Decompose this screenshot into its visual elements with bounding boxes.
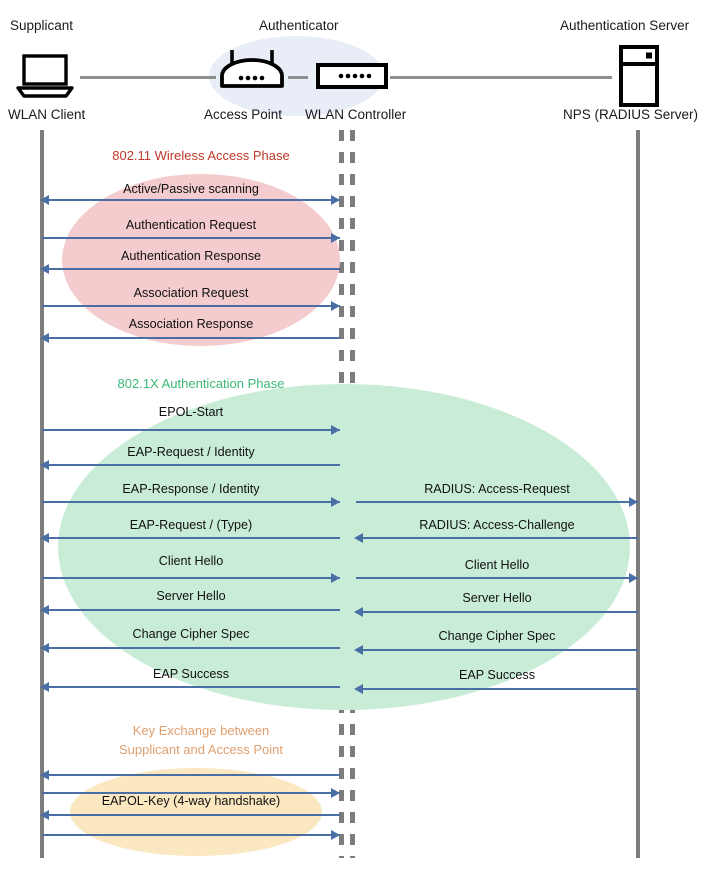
msg-line-server-hello-right (356, 611, 638, 613)
msg-line-change-cipher-spec-right (356, 649, 638, 651)
msg-label-eap-request-type: EAP-Request / (Type) (129, 518, 253, 532)
actor-name-wlan-client: WLAN Client (8, 107, 86, 122)
msg-label-epol-start: EPOL-Start (158, 405, 224, 419)
msg-line-eapol-key-1 (42, 774, 340, 776)
msg-label-eapol-key-4way-handshake: EAPOL-Key (4-way handshake) (101, 794, 281, 808)
msg-label-eap-request-identity: EAP-Request / Identity (127, 445, 255, 459)
wire-controller-to-server (390, 76, 612, 79)
phase-8021x-ellipse (58, 384, 630, 710)
msg-label-radius-access-request: RADIUS: Access-Request (424, 482, 570, 496)
msg-line-authentication-response (42, 268, 340, 270)
msg-arrow-right-eap-response-identity (331, 496, 340, 507)
msg-line-radius-access-request (356, 501, 638, 503)
msg-line-eap-request-identity (42, 464, 340, 466)
msg-label-change-cipher-spec-right: Change Cipher Spec (438, 629, 556, 643)
msg-label-radius-access-challenge: RADIUS: Access-Challenge (419, 518, 575, 532)
lifeline-supplicant (40, 130, 44, 858)
role-title-authenticator: Authenticator (259, 18, 339, 33)
msg-arrow-right-client-hello-left (331, 572, 340, 583)
msg-arrow-left-active-passive-scanning (40, 194, 49, 205)
laptop-icon (14, 54, 76, 103)
msg-line-active-passive-scanning (42, 199, 340, 201)
msg-line-eapol-key-3 (42, 814, 340, 816)
phase-label-keyexchange: Key Exchange between Supplicant and Acce… (62, 721, 340, 759)
phase-keyexchange-ellipse (70, 768, 322, 856)
msg-arrow-right-eapol-key-4 (331, 829, 340, 840)
msg-label-server-hello-left: Server Hello (156, 589, 226, 603)
msg-line-eapol-key-4 (42, 834, 340, 836)
wire-ap-to-controller (288, 76, 308, 79)
msg-arrow-left-server-hello-left (40, 604, 49, 615)
msg-label-eap-success-right: EAP Success (458, 668, 536, 682)
actor-name-wlan-controller: WLAN Controller (305, 107, 407, 122)
wlan-controller-icon (316, 62, 388, 95)
msg-arrow-right-active-passive-scanning (331, 194, 340, 205)
msg-arrow-left-eap-request-type (40, 532, 49, 543)
msg-line-change-cipher-spec-left (42, 647, 340, 649)
msg-line-radius-access-challenge (356, 537, 638, 539)
msg-label-eap-response-identity: EAP-Response / Identity (122, 482, 260, 496)
msg-arrow-left-server-hello-right (354, 606, 363, 617)
actor-name-nps-radius-server: NPS (RADIUS Server) (563, 107, 699, 122)
msg-arrow-right-epol-start (331, 424, 340, 435)
role-title-authentication-server: Authentication Server (560, 18, 690, 33)
msg-arrow-left-eap-success-left (40, 681, 49, 692)
msg-line-eap-success-left (42, 686, 340, 688)
msg-line-server-hello-left (42, 609, 340, 611)
access-point-icon (216, 48, 288, 97)
msg-label-client-hello-left: Client Hello (158, 554, 224, 568)
wire-client-to-ap (80, 76, 216, 79)
phase-label-80211: 802.11 Wireless Access Phase (112, 148, 290, 163)
msg-line-client-hello-left (42, 577, 340, 579)
msg-label-eap-success-left: EAP Success (152, 667, 230, 681)
actor-name-access-point: Access Point (204, 107, 283, 122)
msg-arrow-left-eapol-key-1 (40, 769, 49, 780)
phase-label-keyexchange-line2: Supplicant and Access Point (118, 742, 284, 757)
msg-line-client-hello-right (356, 577, 638, 579)
msg-line-epol-start (42, 429, 340, 431)
msg-arrow-left-eap-success-right (354, 683, 363, 694)
msg-line-authentication-request (42, 237, 340, 239)
msg-arrow-left-change-cipher-spec-right (354, 644, 363, 655)
msg-line-eap-success-right (356, 688, 638, 690)
phase-label-8021x: 802.1X Authentication Phase (117, 376, 285, 391)
msg-label-client-hello-right: Client Hello (464, 558, 530, 572)
msg-arrow-right-radius-access-request (629, 496, 638, 507)
msg-label-authentication-request: Authentication Request (125, 218, 257, 232)
msg-arrow-left-authentication-response (40, 263, 49, 274)
msg-arrow-right-eapol-key-2 (331, 787, 340, 798)
msg-label-server-hello-right: Server Hello (462, 591, 532, 605)
msg-label-active-passive-scanning: Active/Passive scanning (123, 182, 259, 196)
msg-arrow-left-eap-request-identity (40, 459, 49, 470)
msg-label-change-cipher-spec-left: Change Cipher Spec (132, 627, 250, 641)
msg-line-eap-response-identity (42, 501, 340, 503)
lifeline-authentication-server (636, 130, 640, 858)
msg-label-association-response: Association Response (128, 317, 254, 331)
msg-line-association-request (42, 305, 340, 307)
phase-80211-ellipse (62, 174, 340, 346)
msg-line-eap-request-type (42, 537, 340, 539)
msg-arrow-left-association-response (40, 332, 49, 343)
msg-arrow-right-client-hello-right (629, 572, 638, 583)
msg-label-authentication-response: Authentication Response (120, 249, 262, 263)
phase-label-keyexchange-line1: Key Exchange between (132, 723, 270, 738)
msg-arrow-right-association-request (331, 300, 340, 311)
msg-arrow-left-radius-access-challenge (354, 532, 363, 543)
msg-line-eapol-key-2 (42, 792, 340, 794)
msg-arrow-right-authentication-request (331, 232, 340, 243)
msg-label-association-request: Association Request (133, 286, 249, 300)
msg-arrow-left-change-cipher-spec-left (40, 642, 49, 653)
msg-arrow-left-eapol-key-3 (40, 809, 49, 820)
msg-line-association-response (42, 337, 340, 339)
role-title-supplicant: Supplicant (10, 18, 74, 33)
server-icon (618, 45, 660, 112)
